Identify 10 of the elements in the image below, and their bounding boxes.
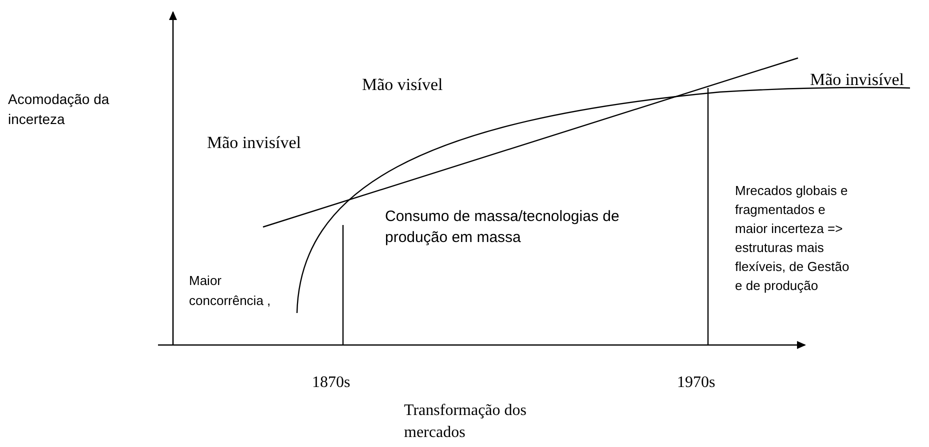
axis-title: Transformação dos mercados [404,401,528,443]
region-label: Mão invisível [207,132,301,154]
annotation-text: Maior concorrência , [189,272,272,310]
region-label: Mão visível [362,74,443,96]
region-label: Mão invisível [810,69,904,91]
tick-label: 1870s [312,373,350,393]
tick-label: 1970s [677,373,716,393]
axis-title: Acomodação da incerteza [8,90,110,129]
annotation-text: Consumo de massa/tecnologias de produção em massa [385,207,620,248]
annotation-text: Mrecados globais e fragmentados e maior incerteza => estruturas mais flexíveis, de Gestão e de produção [735,182,850,295]
